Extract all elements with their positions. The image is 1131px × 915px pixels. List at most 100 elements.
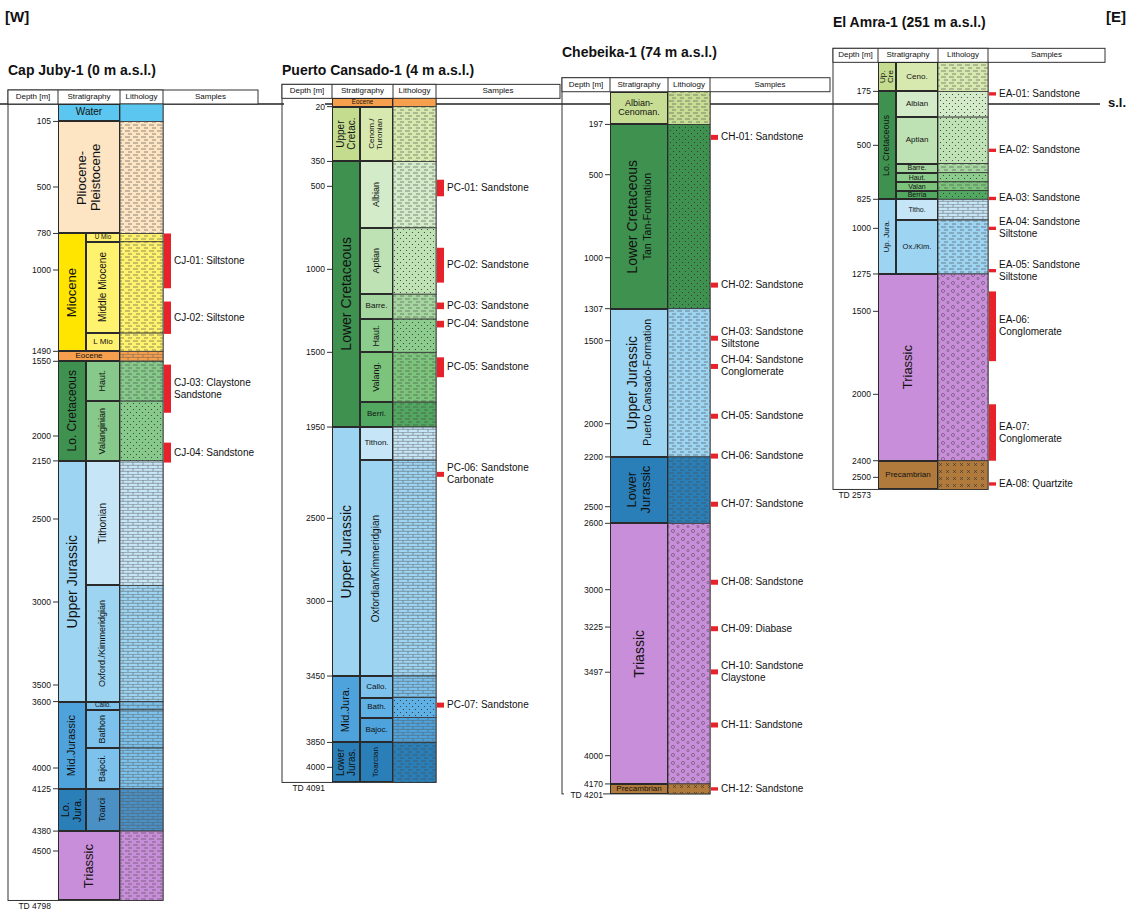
- column-header: Depth [m]: [562, 80, 610, 90]
- lithology-pattern: [938, 191, 988, 200]
- lithology-column: [938, 191, 988, 200]
- lithology-pattern: [938, 91, 988, 117]
- lithology-pattern: [120, 401, 163, 461]
- lithology-pattern: [120, 351, 163, 361]
- header-row: [562, 78, 830, 92]
- interval-name: Oxfordian/Kimmeridgian: [371, 515, 382, 622]
- strat-interval: Tithon.: [360, 427, 393, 460]
- sea-level-label: s.l.: [1108, 96, 1126, 111]
- interval-name: Lower Cretaceous: [625, 160, 640, 274]
- strat-interval: Toarcian: [360, 742, 393, 782]
- lithology-pattern: [938, 199, 988, 220]
- interval-name: Up. Jura.: [883, 220, 891, 252]
- strat-interval: Barre.: [360, 294, 393, 319]
- lithology-column: [938, 62, 988, 91]
- sample-mark: [989, 269, 996, 272]
- sample-label: EA-02: Sandstone: [999, 144, 1091, 156]
- sample-label: CH-01: Sandstone: [721, 131, 829, 143]
- sample-mark: [711, 626, 718, 631]
- interval-name: Toarcian: [372, 747, 380, 777]
- interval-name: Berri.: [367, 410, 386, 418]
- lithology-column: [393, 228, 436, 294]
- lithology-pattern: [938, 62, 988, 91]
- interval-name: Triassic: [82, 844, 96, 888]
- well-title: Cap Juby-1 (0 m a.s.l.): [8, 62, 156, 78]
- column-header: Samples: [710, 80, 830, 90]
- strat-interval: Up. Jura.: [878, 199, 896, 274]
- depth-label: 3000: [10, 597, 51, 607]
- interval-name: Up. Cre: [879, 64, 896, 90]
- column-header: Lithology: [393, 86, 436, 96]
- strat-interval: Valan: [896, 182, 938, 191]
- interval-name: Tithon.: [364, 439, 388, 447]
- lithology-pattern: [120, 831, 163, 900]
- sample-label: CJ-03: Claystone Sandstone: [174, 377, 262, 401]
- depth-label: TD 2573: [835, 490, 871, 500]
- lithology-column: [393, 294, 436, 319]
- strat-interval: Bath.: [360, 698, 393, 718]
- depth-label: 197: [564, 119, 603, 129]
- depth-label: 500: [284, 181, 325, 191]
- sample-mark: [437, 703, 444, 708]
- interval-name: Oxford./Kimmeridgian: [98, 600, 107, 687]
- sample-mark: [711, 502, 718, 507]
- sample-label: PC-05: Sandstone: [447, 361, 559, 373]
- depth-label: 1000: [564, 253, 603, 263]
- depth-label: 780: [10, 228, 51, 238]
- sample-mark: [164, 443, 171, 463]
- lithology-pattern: [938, 164, 988, 173]
- sample-label: PC-07: Sandstone: [447, 699, 559, 711]
- lithology-column: [938, 199, 988, 220]
- strat-interval: Middle Miocene: [86, 242, 120, 333]
- depth-label: 3225: [564, 622, 603, 632]
- column-header: Lithology: [938, 50, 988, 60]
- interval-name: Albian: [372, 182, 381, 207]
- sample-label: CH-04: Sandstone Conglomerate: [721, 354, 829, 378]
- lithology-pattern: [120, 710, 163, 748]
- sample-label: EA-03: Sandstone: [999, 192, 1091, 204]
- lithology-column: [668, 457, 710, 523]
- strat-interval: Callo.: [360, 676, 393, 698]
- lithology-column: [393, 107, 436, 162]
- sample-mark: [711, 787, 718, 790]
- interval-name: Haut.: [909, 174, 926, 181]
- lithology-column: [668, 124, 710, 308]
- header-divider: [393, 84, 394, 98]
- interval-name: Mid.Jurassic: [66, 715, 78, 776]
- interval-name: Ox./Kim.: [903, 243, 932, 251]
- lithology-pattern: [120, 361, 163, 401]
- well-title: Chebeika-1 (74 m a.s.l.): [562, 44, 717, 60]
- lithology-column: [120, 401, 163, 461]
- column-header: Lithology: [120, 92, 163, 102]
- lithology-column: [938, 164, 988, 173]
- lithology-pattern: [938, 220, 988, 274]
- strat-interval: Water: [58, 104, 120, 121]
- strat-interval: Haut.: [896, 173, 938, 182]
- header-divider: [938, 48, 939, 62]
- column-header: Stratigraphy: [58, 92, 120, 102]
- depth-label: 2200: [564, 452, 603, 462]
- lithology-pattern: [393, 294, 436, 319]
- depth-label: 500: [564, 170, 603, 180]
- depth-label: 3497: [564, 667, 603, 677]
- strat-interval: Oxfordian/Kimmeridgian: [360, 460, 393, 676]
- lithology-column: [938, 173, 988, 182]
- lithology-column: [120, 121, 163, 233]
- lithology-pattern: [393, 742, 436, 782]
- interval-name: Haut.: [372, 325, 381, 347]
- strat-interval: Barre.: [896, 164, 938, 173]
- interval-name: Lower Jurassic: [625, 458, 652, 521]
- column-header: Stratigraphy: [878, 50, 938, 60]
- sample-mark: [164, 302, 171, 334]
- column-header: Samples: [436, 86, 560, 96]
- interval-name: Callo.: [366, 683, 386, 691]
- interval-name: Aptian: [372, 248, 381, 274]
- lithology-pattern: [668, 523, 710, 784]
- column-header: Depth [m]: [282, 86, 332, 96]
- strat-interval: Lower Jurassic: [610, 457, 668, 523]
- strat-interval: Lower Cretaceous: [332, 161, 360, 427]
- strat-interval: Lower Juras.: [332, 742, 360, 782]
- lithology-column: [120, 361, 163, 401]
- depth-label: 1550: [10, 356, 51, 366]
- depth-label: 2400: [835, 456, 871, 466]
